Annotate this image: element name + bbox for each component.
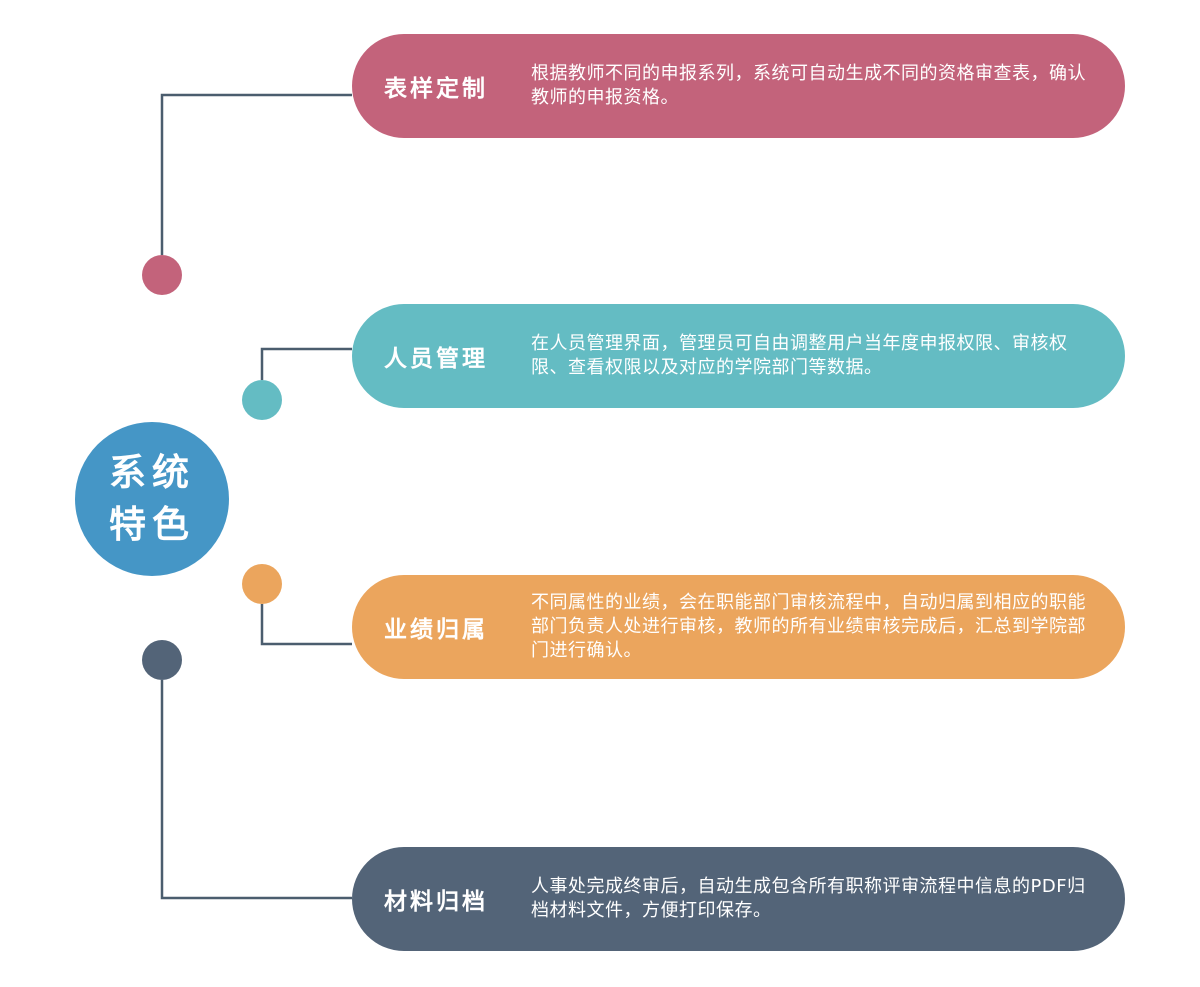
node-dot-2 [242,380,282,420]
feature-description: 不同属性的业绩，会在职能部门审核流程中，自动归属到相应的职能部门负责人处进行审核… [531,592,1086,661]
feature-card-table-customization: 表样定制 根据教师不同的申报系列，系统可自动生成不同的资格审查表，确认教师的申报… [352,34,1125,138]
hub-title-line-2: 特色 [109,503,195,546]
feature-card-personnel-management: 人员管理 在人员管理界面，管理员可自由调整用户当年度申报权限、审核权限、查看权限… [352,304,1125,408]
feature-title: 人员管理 [384,346,488,372]
node-dot-1 [142,255,182,295]
feature-card-achievement-attribution: 业绩归属 不同属性的业绩，会在职能部门审核流程中，自动归属到相应的职能部门负责人… [352,575,1125,679]
node-dot-4 [142,640,182,680]
hub-title-line-1: 系统 [109,451,195,494]
connector-line-1 [160,93,352,255]
feature-description: 在人员管理界面，管理员可自由调整用户当年度申报权限、审核权限、查看权限以及对应的… [531,333,1068,378]
node-dot-3 [242,564,282,604]
connector-line-2 [260,347,352,380]
hub-circle: 系统 特色 [75,422,229,576]
connector-line-4 [160,680,352,900]
connector-line-3 [260,604,352,646]
feature-description: 根据教师不同的申报系列，系统可自动生成不同的资格审查表，确认教师的申报资格。 [531,63,1086,108]
feature-title: 表样定制 [384,76,488,102]
feature-title: 材料归档 [384,889,488,915]
feature-description: 人事处完成终审后，自动生成包含所有职称评审流程中信息的PDF归档材料文件，方便打… [531,876,1086,921]
feature-card-material-archiving: 材料归档 人事处完成终审后，自动生成包含所有职称评审流程中信息的PDF归档材料文… [352,847,1125,951]
feature-title: 业绩归属 [384,617,488,643]
